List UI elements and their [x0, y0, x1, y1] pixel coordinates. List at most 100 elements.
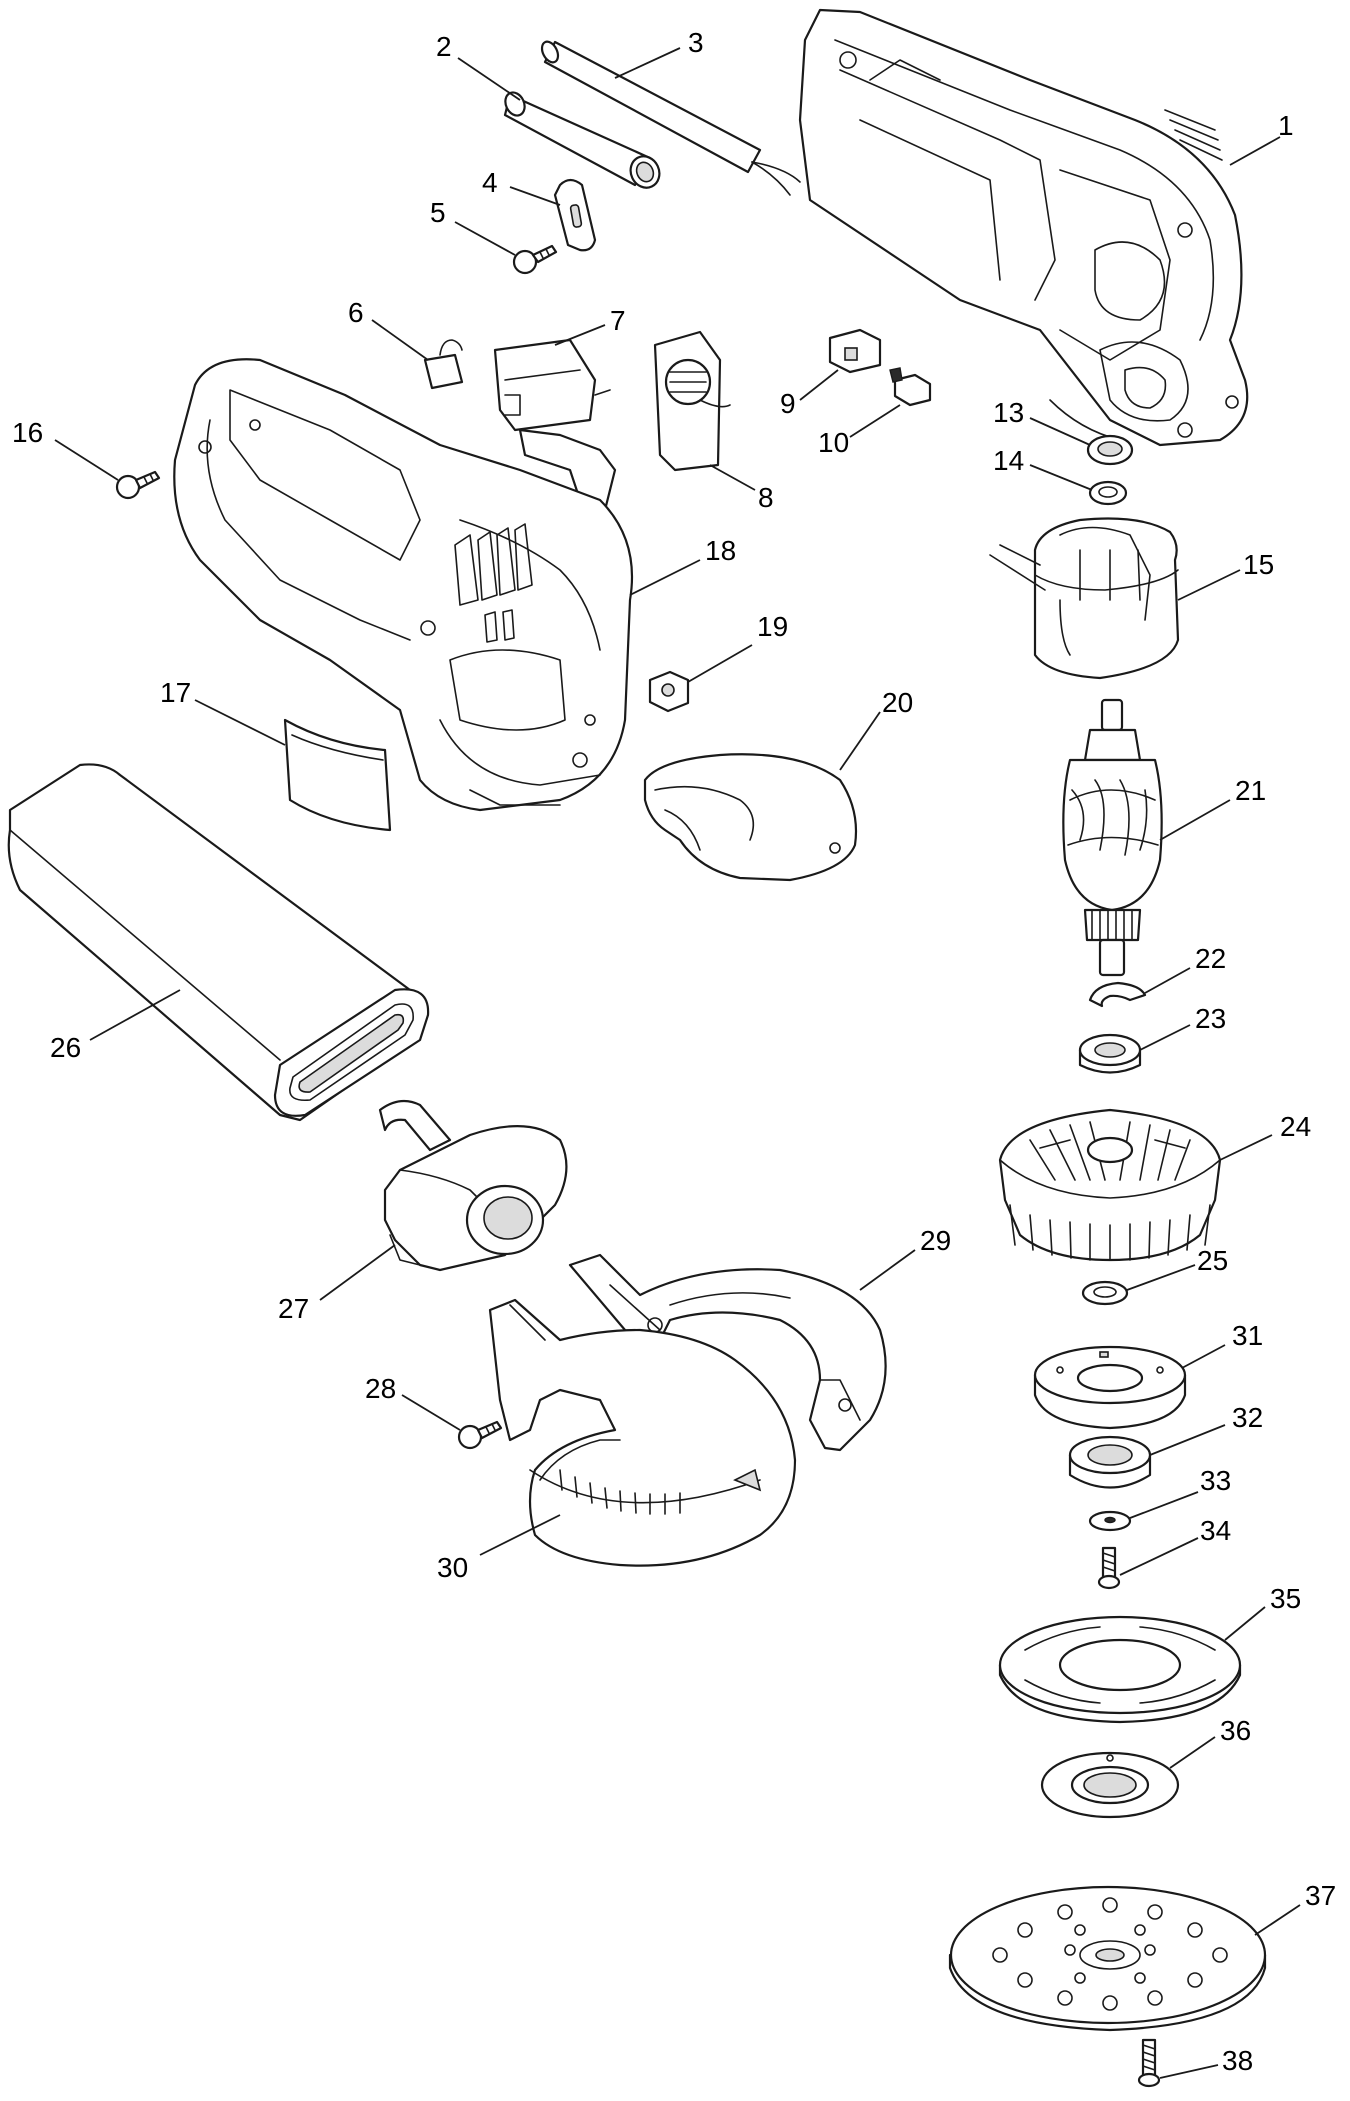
label-9: 9 — [780, 388, 796, 419]
part-23-ball-bearing — [1078, 1033, 1142, 1074]
part-1-motor-housing — [798, 8, 1249, 447]
part-3-power-cord — [540, 40, 801, 196]
part-10-carbon-brush — [889, 367, 932, 407]
part-27-dust-nozzle — [378, 1099, 568, 1272]
leader-6 — [371, 319, 429, 361]
leader-5 — [454, 221, 516, 256]
leader-37 — [1254, 1904, 1301, 1936]
part-21-armature — [1062, 698, 1163, 977]
label-18: 18 — [705, 535, 736, 566]
leader-2 — [457, 57, 521, 101]
leader-14 — [1029, 464, 1093, 491]
leader-1 — [1229, 136, 1281, 166]
part-20-front-cover — [643, 753, 858, 882]
part-35-pad-protector — [998, 1615, 1242, 1724]
part-9-brush-holder — [828, 328, 882, 374]
label-14: 14 — [993, 445, 1024, 476]
part-14-rubber-ring — [1088, 480, 1128, 506]
label-27: 27 — [278, 1293, 309, 1324]
label-3: 3 — [688, 27, 704, 58]
leader-18 — [629, 559, 701, 596]
part-31-bearing-box — [1033, 1345, 1187, 1430]
label-6: 6 — [348, 297, 364, 328]
leader-8 — [709, 464, 756, 491]
label-25: 25 — [1197, 1245, 1228, 1276]
label-19: 19 — [757, 611, 788, 642]
label-15: 15 — [1243, 549, 1274, 580]
part-32-ball-bearing — [1068, 1435, 1152, 1489]
leader-24 — [1219, 1134, 1273, 1161]
leader-20 — [839, 711, 881, 771]
part-4-cord-clamp — [553, 178, 597, 252]
label-31: 31 — [1232, 1320, 1263, 1351]
part-19-square-nut — [648, 670, 690, 713]
leader-15 — [1177, 569, 1241, 601]
label-7: 7 — [610, 305, 626, 336]
label-5: 5 — [430, 197, 446, 228]
label-32: 32 — [1232, 1402, 1263, 1433]
leader-32 — [1149, 1424, 1226, 1456]
label-17: 17 — [160, 677, 191, 708]
part-8-speed-controller — [653, 330, 731, 472]
part-30-outer-dust-cover — [488, 1298, 797, 1567]
label-37: 37 — [1305, 1880, 1336, 1911]
label-24: 24 — [1280, 1111, 1311, 1142]
leader-19 — [687, 644, 753, 683]
leader-13 — [1029, 417, 1091, 446]
part-13-ball-bearing — [1086, 434, 1134, 466]
part-18-handle-housing — [173, 358, 634, 812]
leader-23 — [1139, 1024, 1191, 1051]
label-16: 16 — [12, 417, 43, 448]
leader-9 — [799, 369, 839, 401]
leader-4 — [509, 186, 561, 206]
label-8: 8 — [758, 482, 774, 513]
label-28: 28 — [365, 1373, 396, 1404]
part-28-screw — [457, 1420, 503, 1450]
part-16-screw — [115, 470, 161, 500]
part-6-noise-suppressor — [423, 339, 464, 390]
label-23: 23 — [1195, 1003, 1226, 1034]
leader-10 — [849, 404, 901, 438]
part-26-dust-bag — [7, 763, 430, 1122]
leader-35 — [1224, 1606, 1266, 1641]
leader-25 — [1126, 1264, 1196, 1291]
leader-31 — [1181, 1344, 1226, 1369]
leader-30 — [479, 1514, 561, 1556]
label-2: 2 — [436, 31, 452, 62]
leader-26 — [89, 989, 181, 1041]
part-38-screw — [1137, 2038, 1161, 2088]
label-33: 33 — [1200, 1465, 1231, 1496]
label-35: 35 — [1270, 1583, 1301, 1614]
leader-38 — [1159, 2064, 1219, 2079]
label-22: 22 — [1195, 943, 1226, 974]
label-38: 38 — [1222, 2045, 1253, 2076]
leader-36 — [1169, 1736, 1216, 1769]
label-13: 13 — [993, 397, 1024, 428]
part-5-screw — [512, 244, 558, 275]
label-36: 36 — [1220, 1715, 1251, 1746]
leader-29 — [859, 1249, 916, 1291]
leader-16 — [54, 439, 119, 481]
part-25-washer — [1081, 1280, 1129, 1306]
part-34-screw — [1097, 1546, 1121, 1590]
part-29-inner-cover-ring — [568, 1253, 887, 1452]
label-30: 30 — [437, 1552, 468, 1583]
leader-21 — [1159, 799, 1231, 841]
leader-17 — [194, 699, 286, 746]
label-10: 10 — [818, 427, 849, 458]
leader-7 — [554, 324, 606, 346]
label-26: 26 — [50, 1032, 81, 1063]
label-21: 21 — [1235, 775, 1266, 806]
part-33-washer — [1088, 1510, 1132, 1532]
leader-22 — [1144, 967, 1191, 994]
label-34: 34 — [1200, 1515, 1231, 1546]
part-17-label-plate — [283, 718, 392, 832]
part-2-strain-relief — [503, 91, 661, 189]
leader-3 — [614, 47, 681, 79]
leader-28 — [401, 1394, 461, 1431]
label-4: 4 — [482, 167, 498, 198]
leader-lines — [54, 47, 1301, 2079]
part-15-field-stator — [989, 517, 1180, 680]
